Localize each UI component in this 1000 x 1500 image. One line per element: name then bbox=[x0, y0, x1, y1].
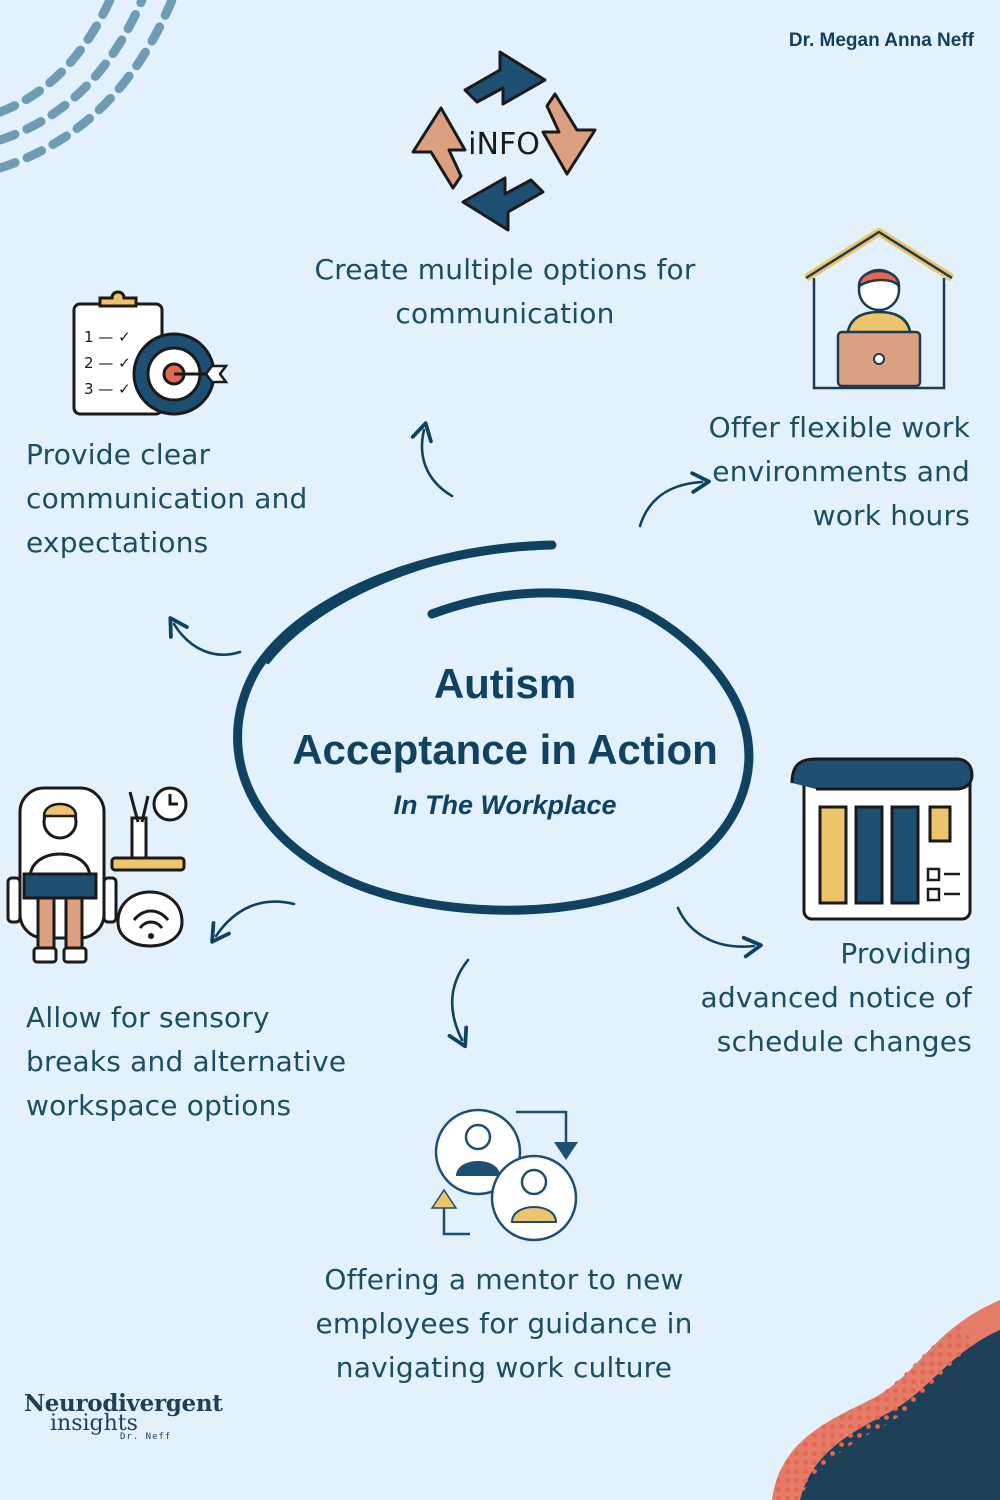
item-label-flexible-work: Offer flexible work environments and wor… bbox=[708, 411, 970, 532]
logo-wordmark-main: Neurodivergent bbox=[24, 1390, 223, 1417]
info-cycle-arrows-icon: iNFO bbox=[411, 50, 597, 232]
arrow-to-clear-communication bbox=[168, 616, 242, 656]
center-title-line1: Autism bbox=[433, 660, 577, 707]
decorative-dashed-arcs bbox=[0, 0, 177, 173]
item-label-sensory-breaks: Allow for sensory breaks and alternative… bbox=[26, 1001, 347, 1122]
person-at-home-laptop-icon bbox=[803, 228, 955, 390]
svg-text:2 — ✓: 2 — ✓ bbox=[84, 354, 131, 372]
logo-tagline: Dr. Neff bbox=[120, 1432, 172, 1442]
svg-text:3 — ✓: 3 — ✓ bbox=[84, 380, 131, 398]
arrow-to-flexible-work bbox=[638, 471, 711, 528]
mentor-exchange-icon bbox=[430, 1108, 578, 1242]
sensory-workspace-icon bbox=[6, 786, 188, 964]
item-label-mentor: Offering a mentor to new employees for g… bbox=[315, 1263, 693, 1384]
svg-text:1 — ✓: 1 — ✓ bbox=[84, 328, 131, 346]
logo-wordmark-sub: insights bbox=[40, 1411, 264, 1437]
checklist-target-icon: 1 — ✓ 2 — ✓ 3 — ✓ bbox=[72, 290, 229, 416]
item-label-schedule-notice: Providing advanced notice of schedule ch… bbox=[700, 937, 972, 1058]
brand-logo: Neurodivergent insights Dr. Neff bbox=[24, 1390, 264, 1442]
svg-text:iNFO: iNFO bbox=[468, 127, 540, 162]
center-subtitle: In The Workplace bbox=[393, 790, 617, 820]
arrow-to-mentor bbox=[447, 958, 470, 1049]
item-label-communication-options: Create multiple options for communicatio… bbox=[314, 253, 696, 330]
author-name: Dr. Megan Anna Neff bbox=[788, 30, 974, 51]
arrow-to-sensory-breaks bbox=[210, 900, 296, 944]
arrow-to-communication-options bbox=[410, 421, 454, 498]
item-label-clear-communication: Provide clear communication and expectat… bbox=[26, 438, 308, 559]
center-title-line2: Acceptance in Action bbox=[292, 726, 718, 773]
schedule-calendar-icon bbox=[790, 757, 974, 921]
arrow-to-schedule-notice bbox=[676, 906, 763, 959]
